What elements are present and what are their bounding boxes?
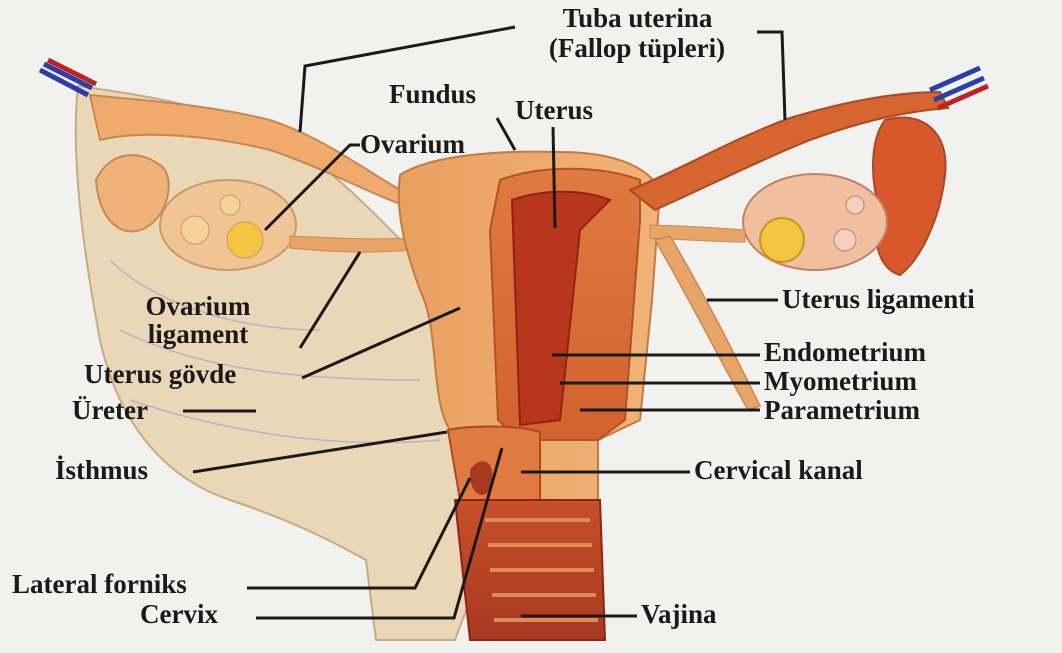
left-ovarian-ligament xyxy=(290,236,410,252)
ovarium-label: Ovarium xyxy=(360,130,465,158)
uterus-ligamenti-label: Uterus ligamenti xyxy=(782,285,975,313)
vajina-label: Vajina xyxy=(641,600,717,628)
cervical-kanal-label: Cervical kanal xyxy=(694,456,863,484)
ureter-label: Üreter xyxy=(72,396,148,424)
isthmus-label: İsthmus xyxy=(55,456,148,484)
uterus-label: Uterus xyxy=(515,96,593,124)
right-ovary xyxy=(743,174,887,270)
endometrium-label: Endometrium xyxy=(764,338,926,366)
ovarium-ligament-label-line2: ligament xyxy=(118,320,278,348)
right-fimbriae xyxy=(873,117,946,275)
left-ovary xyxy=(160,180,296,270)
lateral-forniks-label: Lateral forniks xyxy=(12,570,187,598)
right-ovary-follicle xyxy=(760,218,804,262)
fallop-label: (Fallop tüpleri) xyxy=(507,34,767,62)
ovarium-ligament-label-line1: Ovarium xyxy=(118,292,278,320)
tuba-uterina-label: Tuba uterina xyxy=(515,4,760,32)
myometrium-label: Myometrium xyxy=(764,367,917,395)
cervix-label: Cervix xyxy=(140,600,218,628)
uterus-govde-label: Uterus gövde xyxy=(84,360,236,388)
parametrium-label: Parametrium xyxy=(764,396,920,424)
fundus-label: Fundus xyxy=(389,80,476,108)
